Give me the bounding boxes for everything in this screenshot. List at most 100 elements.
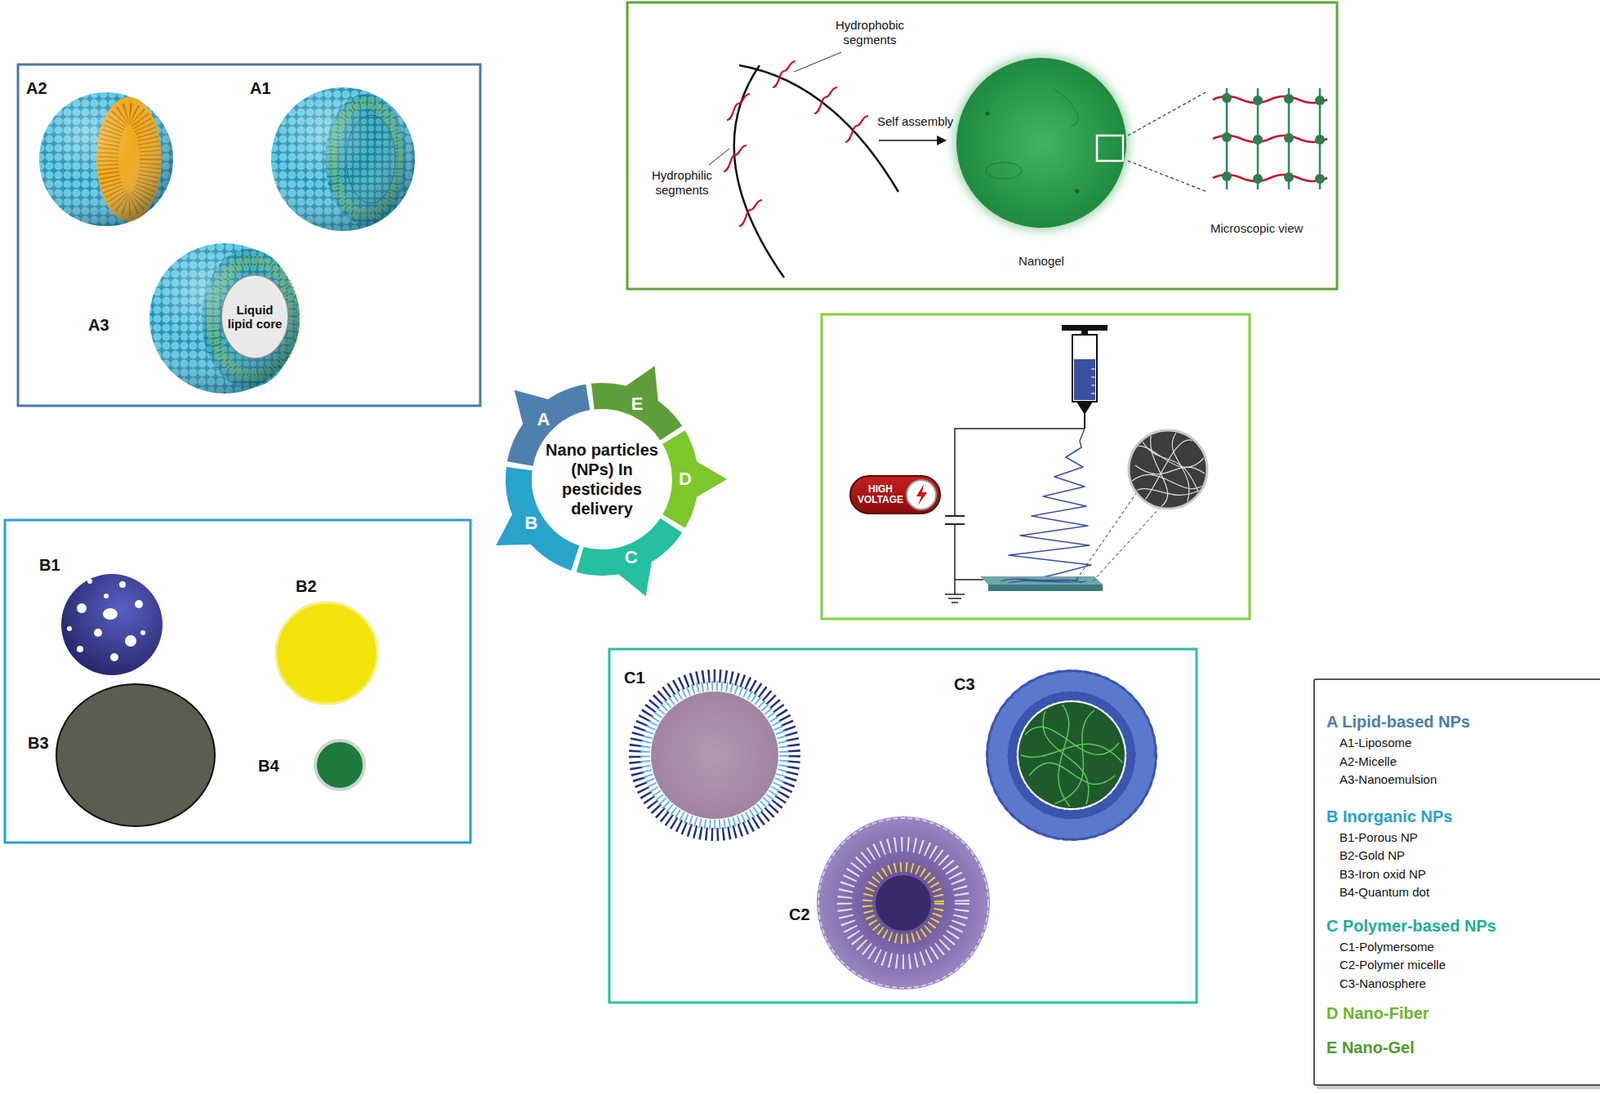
polymersome xyxy=(635,676,794,835)
porous-particle xyxy=(76,603,87,614)
hub-circle-text: Nano particles (NPs) In pesticides deliv… xyxy=(540,440,664,519)
magnifier xyxy=(1135,465,1205,475)
nanosphere xyxy=(1020,744,1124,764)
key-item: A3-Nanoemulsion xyxy=(1326,771,1591,790)
porous-particle xyxy=(66,579,146,662)
ring-arrow: D xyxy=(671,465,700,494)
nanogel-particle-outline xyxy=(1075,189,1080,194)
magnifier xyxy=(1172,432,1190,507)
callout-label: B4 xyxy=(258,756,280,776)
ring-arrow-text: D xyxy=(678,468,692,491)
key-box: A Lipid-based NPsA1-LiposomeA2-MicelleA3… xyxy=(1313,678,1600,1087)
micelle-sphere xyxy=(39,92,174,227)
network-grid xyxy=(1314,173,1325,184)
collector-plate xyxy=(980,576,1103,592)
polymer-micelle xyxy=(816,816,990,990)
network-grid xyxy=(1283,133,1294,143)
nanogel-particle: Nanogel xyxy=(954,56,1128,230)
assembly-arrow xyxy=(878,139,946,142)
nanosphere xyxy=(998,681,1146,829)
key-item: B4-Quantum dot xyxy=(1326,883,1591,903)
polymersome xyxy=(645,686,785,825)
leader-line xyxy=(708,148,730,165)
nanogel-particle-outline xyxy=(954,56,1128,230)
collector-plate xyxy=(980,576,1103,585)
liposome-sphere xyxy=(271,87,415,232)
lipid-core: Liquid lipid core xyxy=(220,274,290,360)
micelle-sphere xyxy=(39,92,174,227)
text-block: D xyxy=(678,468,692,491)
network-view-text: Microscopic view xyxy=(1210,221,1303,236)
porous-particle xyxy=(110,653,119,662)
polymer-chain xyxy=(739,65,899,192)
text-block: B xyxy=(525,512,539,535)
key-item: B1-Porous NP xyxy=(1326,828,1591,848)
polymer-micelle xyxy=(875,875,932,932)
collector-plate xyxy=(1000,579,1087,584)
callout-label: A2 xyxy=(26,78,48,99)
key-heading: D Nano-Fiber xyxy=(1326,1001,1591,1026)
collector-plate xyxy=(988,584,1103,592)
nanogel-particle-outline xyxy=(1052,89,1079,127)
leader-line xyxy=(708,52,842,165)
nanosphere xyxy=(1053,710,1095,805)
circuit-wire xyxy=(944,594,965,603)
ring-arrow: A xyxy=(530,405,558,434)
network-grid xyxy=(1283,93,1294,104)
magnifier xyxy=(1131,445,1205,468)
segment-label: Hydrophobic segments xyxy=(824,17,915,48)
polymer-micelle xyxy=(818,818,989,989)
nanogel-particle-outline xyxy=(985,162,1022,179)
callout-label: B3 xyxy=(27,733,50,754)
magnifier xyxy=(1129,489,1201,496)
ring-arrow: B xyxy=(516,509,545,538)
porous-particle xyxy=(103,593,109,599)
text-block: E xyxy=(631,393,644,415)
nanogel-particle-outline xyxy=(1096,135,1124,161)
key-item: A1-Liposome xyxy=(1326,734,1591,754)
callout-label: C1 xyxy=(623,668,646,688)
network-grid xyxy=(1283,172,1294,183)
key-heading: B Inorganic NPs xyxy=(1326,804,1591,829)
nanoemulsion-sphere xyxy=(149,243,300,394)
network-grid xyxy=(1221,171,1232,182)
dashed-connector xyxy=(1127,91,1208,192)
porous-particle xyxy=(140,630,146,636)
callout-label: A3 xyxy=(88,315,110,335)
porous-particle xyxy=(61,574,163,676)
hub-circle: Nano particles (NPs) In pesticides deliv… xyxy=(532,410,672,549)
porous-particle xyxy=(119,581,126,589)
nanosphere xyxy=(1058,704,1070,807)
nanosphere xyxy=(1018,702,1125,809)
micelle-sphere xyxy=(39,92,174,227)
syringe xyxy=(1091,369,1097,394)
polymer-chain xyxy=(739,200,763,227)
key-item: B2-Gold NP xyxy=(1326,846,1591,866)
porous-particle xyxy=(93,628,103,638)
polymer-chain xyxy=(723,61,869,227)
porous-particle xyxy=(61,574,163,676)
text-block: A Lipid-based NPsA1-LiposomeA2-MicelleA3… xyxy=(1326,709,1591,1061)
text-block: Liquid lipid core xyxy=(226,303,284,332)
network-grid xyxy=(1221,132,1232,143)
panel-frame xyxy=(609,649,1197,1003)
network-grid xyxy=(1212,88,1328,190)
network-grid xyxy=(1212,96,1328,182)
network-view: Microscopic view xyxy=(1207,81,1332,239)
gold-particle xyxy=(276,602,378,705)
nanosphere xyxy=(1029,762,1115,785)
gauge-icon xyxy=(906,480,936,510)
syringe xyxy=(1061,325,1108,429)
voltage-badge: HIGH VOLTAGE xyxy=(849,475,941,515)
panel-frame xyxy=(4,520,471,843)
polymer-chain xyxy=(723,61,899,278)
magnifier xyxy=(1092,508,1160,582)
ring-arrowhead xyxy=(695,460,727,499)
key-item: B3-Iron oxid NP xyxy=(1326,865,1591,885)
lipid-core-outline xyxy=(221,275,289,359)
magnifier xyxy=(1129,432,1208,509)
porous-particle xyxy=(66,626,72,632)
voltage-badge-text: HIGH VOLTAGE xyxy=(855,484,905,506)
network-grid xyxy=(1314,95,1325,106)
gauge-icon xyxy=(904,478,938,512)
